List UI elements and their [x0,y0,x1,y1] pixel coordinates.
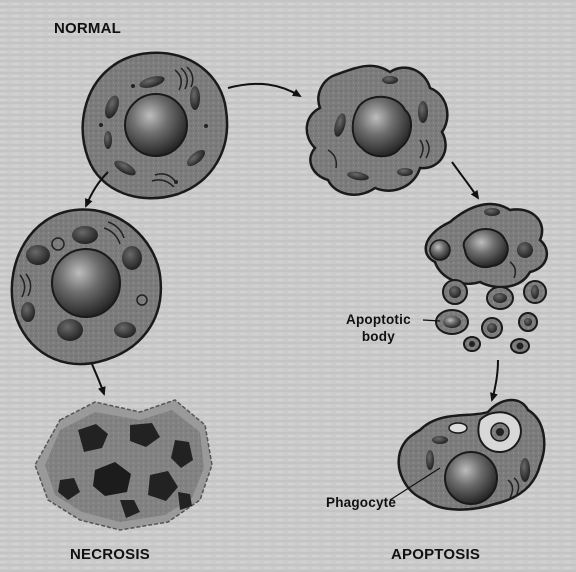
label-apoptotic-body-line2: body [346,328,411,345]
swollen-cell [12,210,161,365]
label-apoptotic-body: Apoptotic body [346,311,411,345]
label-phagocyte: Phagocyte [326,494,396,511]
label-normal: NORMAL [54,20,121,37]
label-apoptosis: APOPTOSIS [391,546,480,563]
label-necrosis: NECROSIS [70,546,150,563]
label-apoptotic-body-line1: Apoptotic [346,311,411,328]
